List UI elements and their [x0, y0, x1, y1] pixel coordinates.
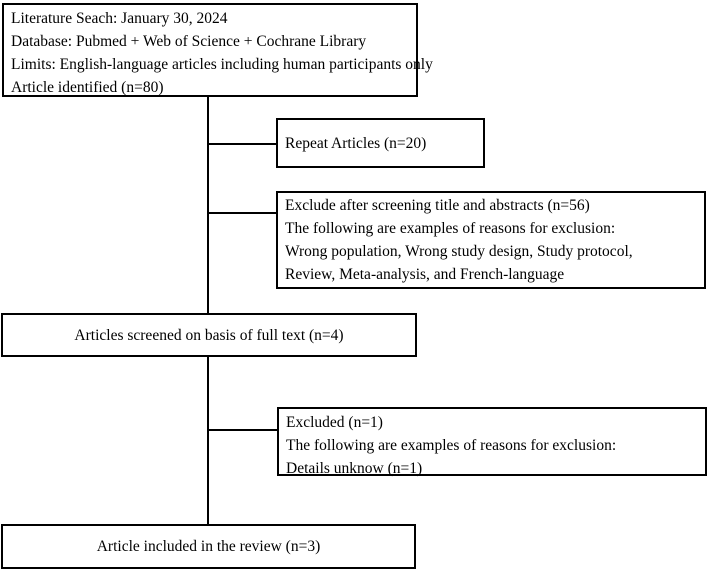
- identification-box: Literature Seach: January 30, 2024 Datab…: [2, 3, 433, 97]
- full-text-exclusion-line: The following are examples of reasons fo…: [286, 437, 617, 454]
- title-abstract-exclusion-line: The following are examples of reasons fo…: [285, 220, 616, 237]
- title-abstract-exclusion-box: Exclude after screening title and abstra…: [276, 191, 706, 289]
- connector-trunk-upper: [207, 97, 209, 313]
- connector-branch-repeat: [209, 143, 276, 145]
- full-text-exclusion-box: Excluded (n=1) The following are example…: [277, 407, 707, 477]
- full-text-screening-box: Articles screened on basis of full text …: [1, 313, 417, 357]
- full-text-exclusion-line: Excluded (n=1): [286, 414, 383, 431]
- repeat-articles-box: Repeat Articles (n=20): [276, 118, 485, 168]
- title-abstract-exclusion-line: Exclude after screening title and abstra…: [285, 197, 590, 214]
- connector-trunk-lower: [207, 357, 209, 524]
- identification-line: Literature Seach: January 30, 2024: [11, 10, 228, 27]
- identification-line: Limits: English-language articles includ…: [11, 56, 433, 73]
- identification-line: Database: Pubmed + Web of Science + Coch…: [11, 33, 367, 50]
- title-abstract-exclusion-line: Wrong population, Wrong study design, St…: [285, 243, 633, 260]
- included-label: Article included in the review (n=3): [96, 538, 321, 555]
- title-abstract-exclusion-line: Review, Meta-analysis, and French-langua…: [285, 266, 565, 283]
- connector-branch-full-text-exclusion: [209, 429, 277, 431]
- repeat-articles-line: Repeat Articles (n=20): [285, 134, 427, 152]
- full-text-screening-label: Articles screened on basis of full text …: [74, 326, 344, 344]
- connector-branch-title-abstract-exclusion: [209, 212, 276, 214]
- identification-line: Article identified (n=80): [11, 79, 164, 96]
- included-box: Article included in the review (n=3): [1, 524, 416, 569]
- full-text-exclusion-line: Details unknow (n=1): [286, 460, 423, 477]
